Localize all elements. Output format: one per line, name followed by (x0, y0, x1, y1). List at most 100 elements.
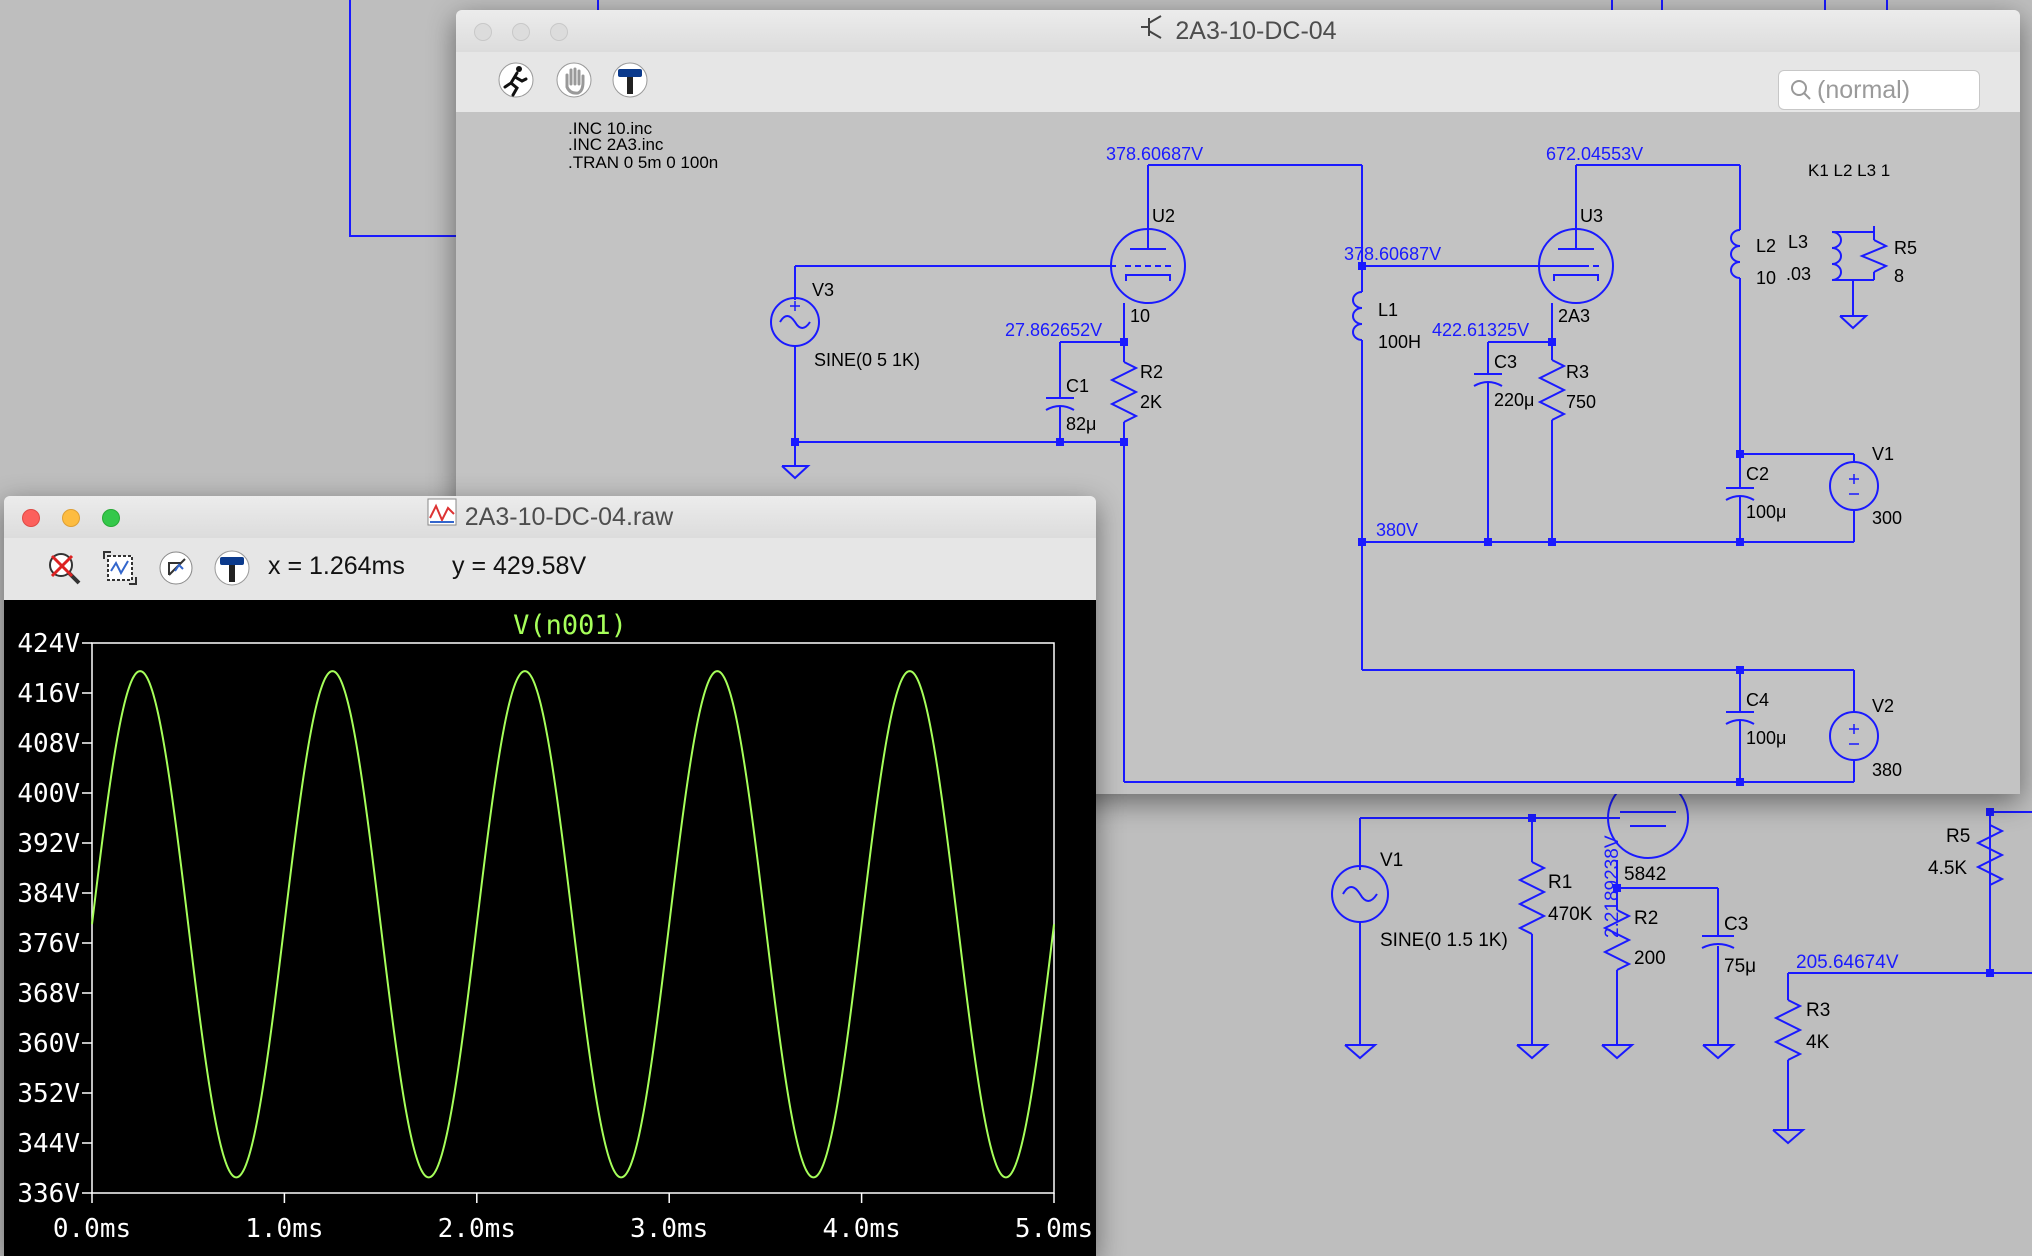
directive-1: .INC 10.inc (568, 119, 653, 138)
v2-name: V2 (1872, 696, 1894, 716)
schematic-window[interactable]: 2A3-10-DC-04 (normal) (456, 10, 2020, 794)
directive-3: .TRAN 0 5m 0 100n (568, 153, 718, 172)
x-tick-label: 5.0ms (1015, 1214, 1093, 1244)
bg-tube-name: 5842 (1624, 864, 1666, 885)
transistor-icon (1139, 11, 1165, 53)
bg-c3-name: C3 (1724, 914, 1748, 935)
cursor-y-readout: y = 429.58V (452, 552, 587, 580)
y-tick-label: 392V (17, 829, 80, 859)
waveform-window[interactable]: 2A3-10-DC-04.raw x = 1.264ms y = 429.58V… (4, 496, 1096, 1256)
v1-value: 300 (1872, 508, 1902, 528)
run-button[interactable] (494, 58, 538, 102)
r5-value: 8 (1894, 266, 1904, 286)
u2-value: 10 (1130, 306, 1150, 326)
zoom-button[interactable] (550, 23, 568, 41)
y-tick-label: 344V (17, 1129, 80, 1159)
schematic-titlebar[interactable]: 2A3-10-DC-04 (456, 10, 2020, 53)
bg-cathode-voltage: 2.2189238V (1602, 835, 1623, 938)
bg-r5-name: R5 (1946, 826, 1970, 847)
y-tick-label: 376V (17, 929, 80, 959)
u2-name: U2 (1152, 206, 1175, 226)
search-field[interactable]: (normal) (1778, 70, 1980, 110)
waveform-title-text: 2A3-10-DC-04.raw (464, 503, 674, 531)
zoom-extents-button[interactable] (98, 546, 142, 590)
y-tick-label: 400V (17, 779, 80, 809)
u3-plate-voltage: 672.04553V (1546, 144, 1643, 164)
l3-value: .03 (1786, 264, 1811, 284)
coupling-directive: K1 L2 L3 1 (1808, 161, 1890, 180)
hammer-icon (612, 62, 648, 98)
waveform-window-title: 2A3-10-DC-04.raw (4, 496, 1096, 538)
close-button[interactable] (22, 509, 40, 527)
r2-value: 2K (1140, 392, 1162, 412)
c2-value: 100μ (1746, 502, 1786, 522)
waveform-file-icon (427, 497, 457, 539)
bg-r5-value: 4.5K (1928, 858, 1967, 879)
waveform-plot[interactable]: V(n001) 336V344V352V360V368V376V384V392V… (4, 600, 1096, 1256)
l2-name: L2 (1756, 236, 1776, 256)
zoom-back-icon (159, 551, 193, 585)
zoom-cancel-button[interactable] (42, 546, 86, 590)
zoom-button[interactable] (102, 509, 120, 527)
zoom-extents-icon (103, 551, 137, 585)
y-tick-label: 416V (17, 679, 80, 709)
y-tick-label: 424V (17, 629, 80, 659)
u3-cathode-voltage: 422.61325V (1432, 320, 1529, 340)
hammer-button[interactable] (608, 58, 652, 102)
u3-name: U3 (1580, 206, 1603, 226)
bg-r2-name: R2 (1634, 908, 1658, 929)
schematic-window-title: 2A3-10-DC-04 (456, 10, 2020, 52)
hammer-icon (214, 550, 250, 586)
halt-button[interactable] (552, 58, 596, 102)
l2-value: 10 (1756, 268, 1776, 288)
bg-v1-value: SINE(0 1.5 1K) (1380, 930, 1508, 951)
v3-name: V3 (812, 280, 834, 300)
c3-value: 220μ (1494, 390, 1534, 410)
x-tick-label: 1.0ms (245, 1214, 323, 1244)
schematic-title-text: 2A3-10-DC-04 (1175, 17, 1337, 45)
r2-name: R2 (1140, 362, 1163, 382)
x-tick-label: 4.0ms (822, 1214, 900, 1244)
v3-value: SINE(0 5 1K) (814, 350, 920, 370)
trace-label[interactable]: V(n001) (513, 610, 627, 641)
zoom-back-button[interactable] (154, 546, 198, 590)
bg-node-voltage: 205.64674V (1796, 952, 1899, 973)
c2-name: C2 (1746, 464, 1769, 484)
y-tick-label: 360V (17, 1029, 80, 1059)
y-tick-label: 408V (17, 729, 80, 759)
l1-top-voltage: 378.60687V (1344, 244, 1441, 264)
close-button[interactable] (474, 23, 492, 41)
supply-voltage: 380V (1376, 520, 1418, 540)
waveform-hammer-button[interactable] (210, 546, 254, 590)
r3-value: 750 (1566, 392, 1596, 412)
l1-value: 100H (1378, 332, 1421, 352)
bg-c3-value: 75μ (1724, 956, 1756, 977)
c4-name: C4 (1746, 690, 1769, 710)
bg-r1-name: R1 (1548, 872, 1572, 893)
bg-r1-value: 470K (1548, 904, 1593, 925)
search-placeholder: (normal) (1817, 75, 1911, 104)
bg-r3-value: 4K (1806, 1032, 1830, 1053)
l3-name: L3 (1788, 232, 1808, 252)
schematic-canvas[interactable]: .INC 10.inc .INC 2A3.inc .TRAN 0 5m 0 10… (456, 112, 2020, 794)
u2-cathode-voltage: 27.862652V (1005, 320, 1102, 340)
r5-name: R5 (1894, 238, 1917, 258)
minimize-button[interactable] (62, 509, 80, 527)
u2-plate-voltage: 378.60687V (1106, 144, 1203, 164)
bg-v1-name: V1 (1380, 850, 1403, 871)
trace-v-n001[interactable] (91, 670, 1055, 1179)
x-tick-label: 0.0ms (53, 1214, 131, 1244)
run-icon (498, 62, 534, 98)
y-tick-label: 384V (17, 879, 80, 909)
c1-name: C1 (1066, 376, 1089, 396)
y-tick-label: 336V (17, 1179, 80, 1209)
search-icon (1791, 80, 1811, 100)
v1-name: V1 (1872, 444, 1894, 464)
v2-value: 380 (1872, 760, 1902, 780)
x-tick-label: 2.0ms (438, 1214, 516, 1244)
waveform-titlebar[interactable]: 2A3-10-DC-04.raw (4, 496, 1096, 539)
r3-name: R3 (1566, 362, 1589, 382)
minimize-button[interactable] (512, 23, 530, 41)
zoom-cancel-icon (49, 553, 81, 585)
